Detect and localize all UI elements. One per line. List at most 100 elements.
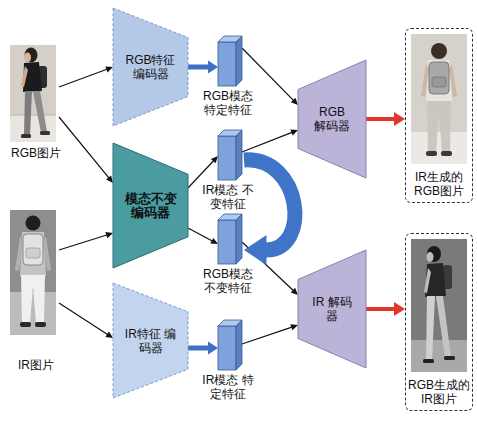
node-label: RGB 解码器	[312, 105, 352, 133]
illustration-part	[10, 45, 56, 142]
output-image-box: IR生成的 RGB图片	[405, 28, 473, 203]
illustration-part	[21, 275, 45, 323]
illustration-part	[10, 210, 56, 335]
feature-block: IR模态 不变特征	[200, 130, 256, 212]
node-label: IR 解码器	[312, 295, 352, 323]
cuboid-front	[218, 326, 236, 370]
cuboid-side	[236, 214, 242, 264]
illustration-part	[411, 239, 467, 372]
decoder-trapezoid: RGB 解码器	[298, 60, 366, 178]
connector-arrow	[242, 324, 298, 344]
illustration-part	[24, 53, 31, 63]
illustration-part	[449, 64, 457, 97]
connector-arrow	[59, 66, 113, 87]
connector-line	[59, 69, 107, 87]
feature-cuboid	[200, 36, 256, 88]
node-label: IR模态 特定特征	[200, 373, 256, 401]
trapezoid-shape	[113, 8, 188, 126]
node-label: IR特征 编码器	[123, 327, 179, 355]
illustration-part	[427, 101, 451, 152]
connector-arrow	[59, 303, 113, 338]
connector-arrow	[188, 342, 218, 355]
arrow-head	[290, 324, 298, 330]
generated-rgb-image	[411, 34, 467, 164]
arrow-head	[211, 156, 218, 163]
cuboid-side	[236, 320, 242, 370]
feature-cuboid	[200, 130, 256, 182]
arrow-head	[291, 288, 298, 295]
output-image-box: RGB生成的 IR图片	[405, 233, 473, 411]
illustration-part	[441, 151, 452, 156]
illustration-part	[411, 340, 467, 372]
node-label: RGB生成的 IR图片	[407, 378, 471, 406]
illustration-part	[10, 292, 56, 335]
cuboid-front	[218, 220, 236, 264]
node-label: 模态不变 编码器	[123, 192, 179, 220]
connector-line	[242, 132, 292, 152]
feature-cuboid	[200, 320, 256, 372]
encoder-trapezoid: 模态不变 编码器	[113, 143, 188, 268]
node-label: IR图片	[18, 358, 54, 372]
cuboid-front	[218, 42, 236, 86]
connector-line	[188, 346, 209, 351]
connector-arrow	[188, 61, 218, 74]
connector-line	[188, 65, 209, 70]
connector-line	[366, 117, 395, 121]
illustration-part	[21, 66, 28, 87]
arrow-head	[208, 61, 218, 74]
connector-line	[59, 303, 108, 334]
illustration-part	[10, 115, 56, 116]
connector-line	[242, 327, 292, 344]
cuboid-side	[236, 36, 242, 86]
connector-arrow	[244, 160, 295, 265]
illustration-part	[26, 216, 41, 231]
illustration-part	[426, 296, 435, 360]
arrow-head	[290, 130, 298, 136]
node-label: RGB模态 特定特征	[200, 89, 256, 117]
illustration-part	[25, 48, 38, 63]
node-label: RGB模态 不变特征	[200, 267, 256, 295]
cuboid-front	[218, 136, 236, 180]
node-label: RGB特征 编码器	[123, 53, 179, 81]
connector-line	[59, 235, 107, 250]
illustration-part	[35, 322, 46, 327]
connector-line	[59, 117, 109, 178]
connector-arrow	[59, 117, 113, 183]
feature-block: IR模态 特定特征	[200, 320, 256, 402]
illustration-part	[421, 64, 429, 97]
connector-arrow	[366, 112, 405, 126]
illustration-part	[426, 151, 437, 156]
illustration-part	[431, 43, 447, 59]
trapezoid-shape	[298, 250, 366, 368]
photo-node: IR图片	[5, 208, 67, 376]
illustration-part	[444, 356, 455, 360]
encoder-trapezoid: IR特征 编码器	[113, 283, 188, 398]
feature-block: RGB模态 不变特征	[200, 214, 256, 296]
arrow-head	[394, 302, 405, 316]
illustration-part	[26, 248, 40, 258]
illustration-part	[20, 322, 31, 327]
trapezoid-shape	[113, 143, 188, 268]
connector-line	[366, 307, 395, 311]
illustration-part	[436, 296, 451, 358]
illustration-part	[423, 359, 434, 363]
illustration-part	[424, 268, 431, 293]
arrow-head	[208, 342, 218, 355]
arrow-head	[210, 238, 218, 244]
illustration-part	[429, 62, 449, 94]
swap-band	[244, 160, 295, 250]
arrow-head	[291, 98, 298, 105]
illustration-part	[15, 236, 23, 271]
trapezoid-shape	[298, 60, 366, 178]
arrow-head	[106, 176, 113, 183]
decoder-trapezoid: IR 解码器	[298, 250, 366, 368]
illustration-part	[20, 232, 46, 276]
photo-node: RGB图片	[5, 42, 67, 164]
illustration-part	[21, 134, 31, 138]
feature-block: RGB模态 特定特征	[200, 36, 256, 118]
connector-arrow	[59, 232, 113, 250]
encoder-trapezoid: RGB特征 编码器	[113, 8, 188, 126]
ir-photo	[10, 210, 56, 335]
illustration-part	[411, 34, 467, 164]
